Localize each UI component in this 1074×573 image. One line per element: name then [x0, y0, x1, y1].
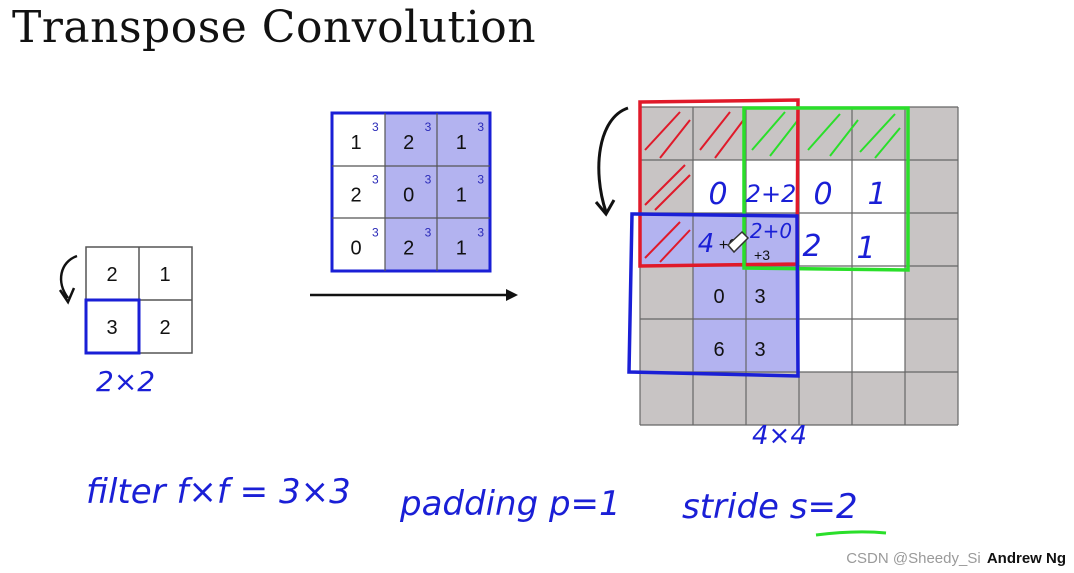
- output-value: 2+2: [746, 180, 797, 208]
- filter-cell: 0: [403, 185, 414, 207]
- input-cell: 2: [159, 317, 170, 339]
- padding-note: padding p=1: [399, 484, 621, 524]
- input-highlight-box: [84, 298, 141, 355]
- author-name: Andrew Ng: [986, 550, 1066, 567]
- output-value: 0: [713, 286, 724, 308]
- red-hatching: [644, 111, 746, 263]
- input-size-label: 2×2: [96, 365, 155, 398]
- arrowhead-icon: [58, 287, 76, 305]
- green-hatching: [751, 111, 901, 159]
- filter-cell: 2: [350, 185, 361, 207]
- input-cell: 3: [106, 317, 117, 339]
- filter-superscript: 3: [425, 173, 432, 187]
- output-size-label: 4×4: [752, 421, 807, 451]
- output-value: 3: [754, 339, 765, 361]
- filter-cell: 1: [456, 237, 467, 259]
- output-grid: [627, 98, 959, 426]
- output-value: 4: [698, 229, 715, 259]
- output-value: 0: [813, 177, 832, 212]
- filter-cell: 1: [456, 132, 467, 154]
- output-value: +3: [754, 247, 770, 263]
- csdn-watermark: CSDN @Sheedy_Si: [846, 550, 981, 567]
- arrowhead-icon: [594, 199, 616, 217]
- output-value: 1: [856, 231, 875, 266]
- watermark: CSDN @Sheedy_Si Andrew Ng: [846, 550, 1066, 567]
- output-value: 2+0: [750, 219, 792, 243]
- filter-cell: 1: [456, 185, 467, 207]
- blue-filter-box: [627, 212, 800, 378]
- input-matrix: 2 1 3 2: [84, 246, 193, 355]
- filter-cell: 0: [350, 237, 361, 259]
- filter-superscript: 3: [372, 173, 379, 187]
- page-title: Transpose Convolution: [12, 2, 537, 53]
- input-cell: 2: [106, 264, 117, 286]
- output-value: 0: [708, 177, 727, 212]
- filter-note: filter f×f = 3×3: [86, 472, 351, 512]
- output-value: 3: [754, 286, 765, 308]
- stride-underline: [815, 530, 887, 537]
- output-value: 6: [713, 339, 724, 361]
- stride-note: stride s=2: [682, 487, 858, 527]
- arrowhead-icon: [506, 289, 518, 301]
- filter-superscript: 3: [372, 225, 379, 239]
- filter-cell: 2: [403, 237, 414, 259]
- filter-superscript: 3: [372, 120, 379, 134]
- curved-arrow-icon: [597, 106, 629, 213]
- curved-arrow-icon: [59, 254, 78, 299]
- filter-cell: 2: [403, 132, 414, 154]
- filter-superscript: 3: [477, 173, 484, 187]
- pen-cursor-icon: [726, 230, 750, 254]
- output-value: 1: [867, 177, 886, 212]
- input-cell: 1: [159, 264, 170, 286]
- filter-cell: 1: [350, 132, 361, 154]
- filter-superscript: 3: [425, 225, 432, 239]
- filter-superscript: 3: [477, 225, 484, 239]
- output-value: 2: [802, 229, 821, 264]
- filter-superscript: 3: [477, 120, 484, 134]
- filter-superscript: 3: [425, 120, 432, 134]
